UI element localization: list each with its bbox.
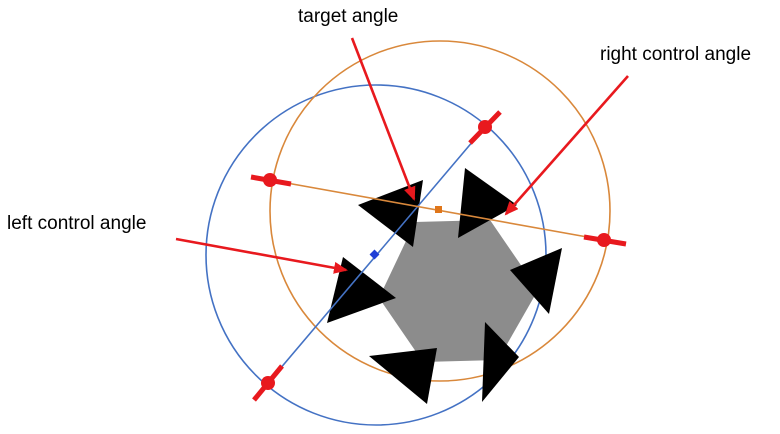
left-control-angle-label: left control angle <box>7 213 146 234</box>
triangle-bottom-left <box>369 348 437 404</box>
triangle-bottom-right <box>482 322 519 402</box>
handle-blue-bottom[interactable] <box>252 364 284 402</box>
triangle-top-left <box>358 180 423 247</box>
target-angle-pointer <box>350 37 416 201</box>
handle-orange-right[interactable] <box>583 233 627 247</box>
right-control-angle-label: right control angle <box>600 44 751 65</box>
triangle-right <box>510 248 562 314</box>
left-control-angle-pointer <box>175 237 348 274</box>
orange-circle <box>269 40 611 382</box>
blue-marker <box>369 249 380 260</box>
triangle-left <box>327 257 396 323</box>
handle-orange-left[interactable] <box>250 173 292 187</box>
target-angle-label: target angle <box>298 6 398 27</box>
central-hexagon <box>379 220 538 362</box>
orange-marker <box>435 206 442 213</box>
triangle-top-right <box>458 168 517 238</box>
handle-blue-top[interactable] <box>468 110 502 145</box>
right-control-angle-pointer <box>504 75 629 216</box>
